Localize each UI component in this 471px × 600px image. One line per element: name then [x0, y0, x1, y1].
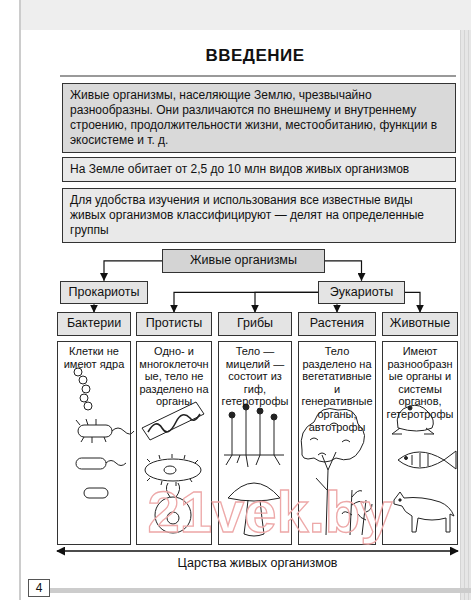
kingdom-box: Грибы	[218, 312, 292, 336]
connector-arrow	[255, 292, 318, 312]
classification-note: Для удобства изучения и использования вс…	[62, 188, 456, 243]
box-text: На Земле обитает от 2,5 до 10 млн видов …	[70, 162, 448, 177]
box-text: Для удобства изучения и использования вс…	[70, 193, 448, 238]
box-text: Клетки не имеют ядра	[60, 345, 128, 370]
connector-arrow	[104, 261, 162, 281]
connector-arrow	[174, 292, 318, 312]
bacteria-illustration	[74, 368, 134, 498]
description-box: Имеют разнообразные органы и системы орг…	[382, 341, 458, 545]
kingdom-box: Протисты	[136, 312, 212, 336]
connector-arrow	[93, 304, 94, 312]
box-text: Животные	[385, 316, 455, 332]
box-text: Тело — мицелий — состоит из гиф, гетерот…	[221, 345, 289, 408]
kingdom-box: Животные	[382, 312, 458, 336]
box-text: Живые организмы	[165, 253, 322, 269]
box-text: Одно- и многоклеточные, тело не разделен…	[139, 345, 209, 408]
connector-arrow	[336, 304, 337, 312]
connector-arrow	[325, 261, 362, 281]
kingdom-box: Растения	[298, 312, 376, 336]
title-rule	[60, 75, 456, 77]
page-title: ВВЕДЕНИЕ	[40, 46, 470, 66]
box-text: Грибы	[221, 316, 289, 332]
fact-note: На Земле обитает от 2,5 до 10 млн видов …	[62, 157, 456, 182]
box-text: Прокариоты	[63, 285, 145, 301]
animal-illustration	[392, 405, 456, 532]
box-text: Имеют разнообразные органы и системы орг…	[385, 345, 455, 421]
domain-box: Эукариоты	[318, 281, 405, 305]
domain-box: Прокариоты	[60, 281, 148, 305]
box-text: Бактерии	[60, 316, 128, 332]
box-text: Эукариоты	[321, 285, 402, 301]
connector-arrow	[405, 292, 420, 312]
box-text: Тело разделено на вегетативные и генерат…	[301, 345, 373, 433]
page-margin-line	[19, 0, 21, 600]
intro-note: Живые организмы, населяющие Землю, чрезв…	[62, 83, 456, 153]
edge-tab	[460, 30, 471, 600]
description-box: Клетки не имеют ядра	[57, 341, 131, 545]
span-arrow	[57, 550, 458, 551]
kingdom-box: Бактерии	[57, 312, 131, 336]
box-text: Растения	[301, 316, 373, 332]
page-number: 4	[28, 579, 50, 597]
header-band	[20, 0, 471, 30]
root-box: Живые организмы	[162, 249, 325, 273]
box-text: Живые организмы, населяющие Землю, чрезв…	[70, 88, 448, 148]
box-text: Протисты	[139, 316, 209, 332]
watermark: 21vek.by	[120, 478, 420, 545]
footer-band	[50, 588, 471, 593]
axis-label: Царства живых организмов	[55, 556, 460, 570]
